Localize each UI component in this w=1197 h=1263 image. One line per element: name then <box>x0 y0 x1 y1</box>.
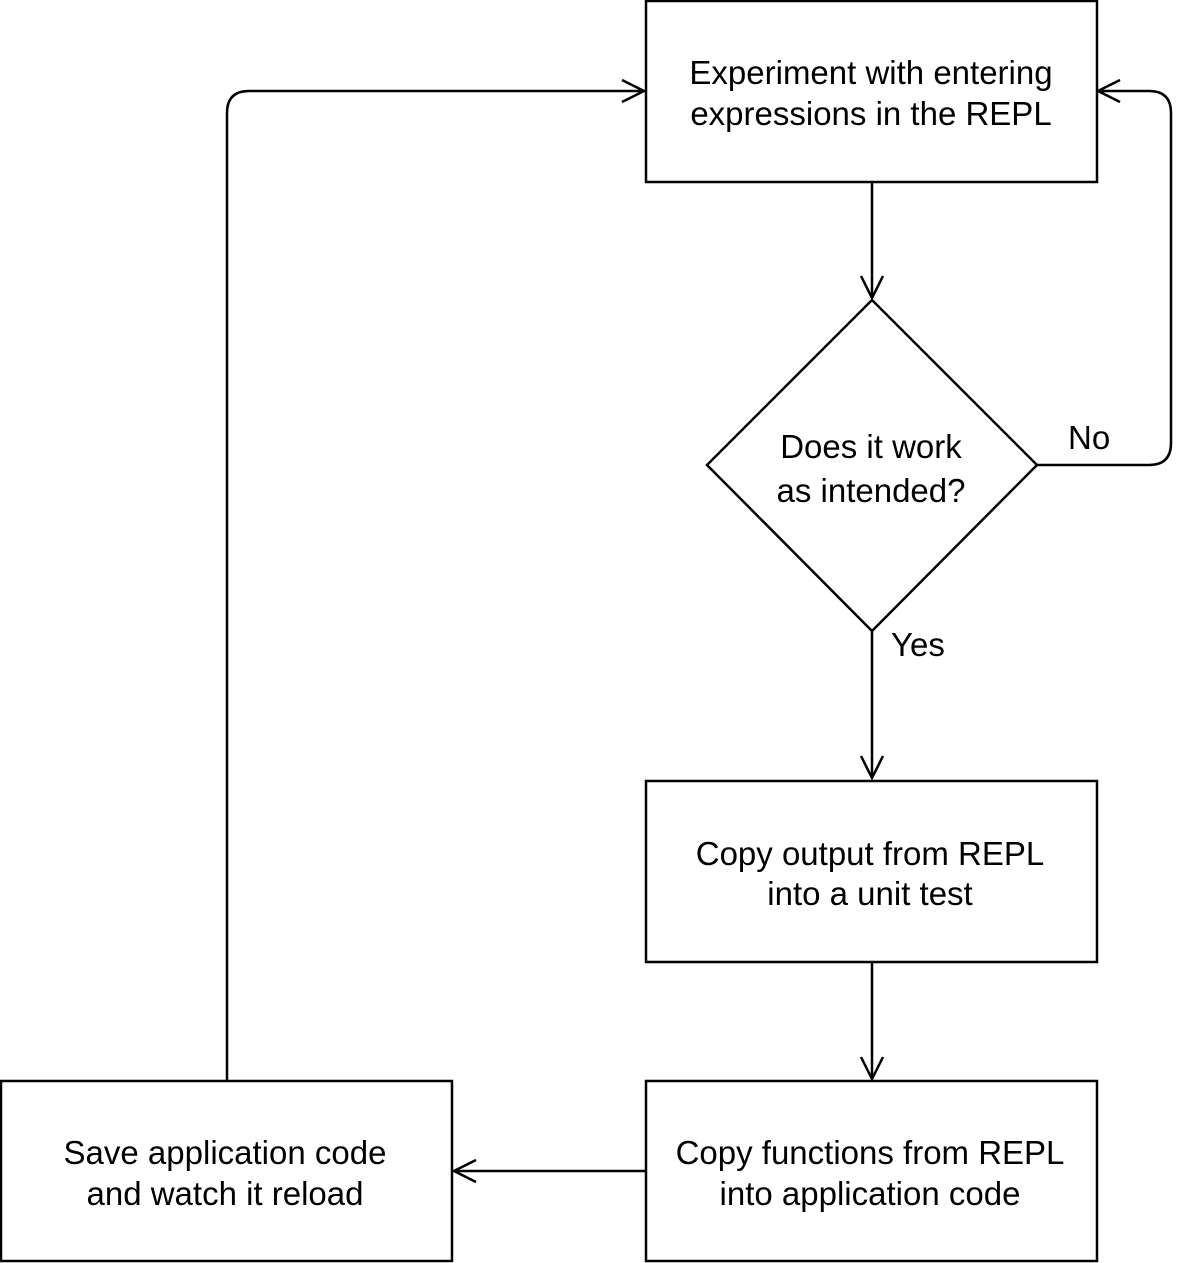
node-copy-functions-line-1: Copy functions from REPL <box>676 1134 1065 1171</box>
node-experiment-line-2: expressions in the REPL <box>690 95 1051 132</box>
node-copy-functions: Copy functions from REPL into applicatio… <box>644 1079 1099 1263</box>
node-experiment: Experiment with entering expressions in … <box>644 0 1099 184</box>
node-copy-functions-line-2: into application code <box>720 1175 1021 1212</box>
node-copy-output: Copy output from REPL into a unit test <box>644 779 1099 964</box>
arrowhead-icon <box>451 1158 477 1184</box>
edge-decision-no: No <box>1037 78 1173 467</box>
arrowhead-icon <box>859 275 885 301</box>
node-decision-line-1: Does it work <box>780 428 962 465</box>
node-decision-line-2: as intended? <box>777 472 966 509</box>
edge-experiment-to-decision <box>859 182 885 301</box>
node-save-code-line-2: and watch it reload <box>86 1175 363 1212</box>
edge-label-yes: Yes <box>891 626 945 663</box>
node-decision: Does it work as intended? <box>705 298 1039 633</box>
edge-label-no: No <box>1068 419 1110 456</box>
node-copy-output-line-2: into a unit test <box>767 875 972 912</box>
edge-functions-to-save <box>451 1158 646 1184</box>
edge-decision-yes: Yes <box>859 626 945 781</box>
node-experiment-line-1: Experiment with entering <box>689 54 1052 91</box>
arrowhead-icon <box>621 78 647 104</box>
node-copy-output-line-1: Copy output from REPL <box>696 835 1045 872</box>
edge-output-to-functions <box>859 962 885 1082</box>
node-save-code: Save application code and watch it reloa… <box>0 1079 454 1263</box>
arrowhead-icon <box>859 1056 885 1082</box>
arrowhead-icon <box>859 755 885 781</box>
edge-save-to-experiment <box>225 78 647 1081</box>
node-save-code-line-1: Save application code <box>64 1134 387 1171</box>
